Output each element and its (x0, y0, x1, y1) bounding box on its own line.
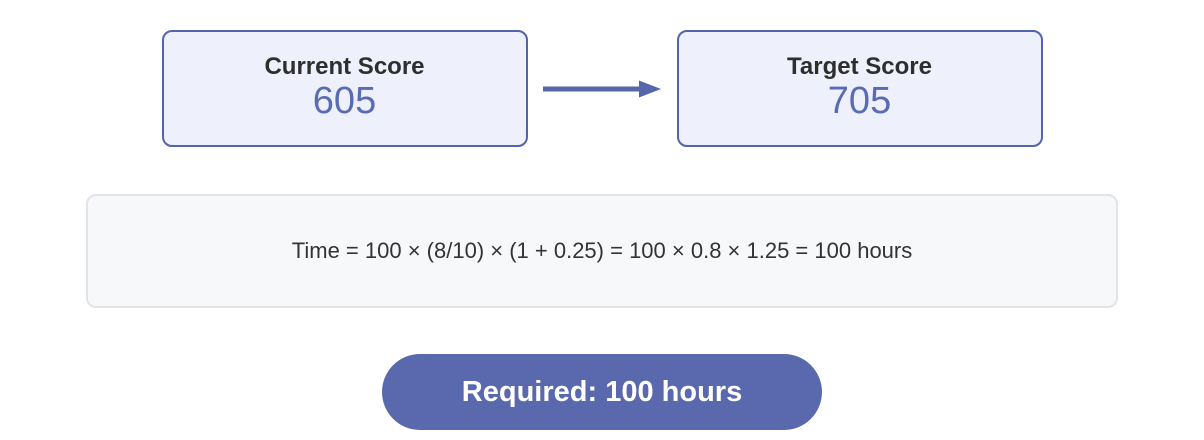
current-score-card: Current Score 605 (161, 30, 528, 147)
current-score-value: 605 (312, 80, 377, 123)
score-flow: Current Score 605 Target Score 705 (0, 0, 1204, 147)
required-hours-label: Required: 100 hours (461, 375, 743, 408)
score-arrow-wrap (528, 79, 677, 99)
target-score-value: 705 (827, 80, 892, 123)
right-arrow-icon (543, 80, 661, 97)
formula-text: Time = 100 × (8/10) × (1 + 0.25) = 100 ×… (291, 238, 913, 263)
current-score-label: Current Score (264, 52, 425, 80)
required-hours-badge: Required: 100 hours (382, 354, 822, 430)
target-score-label: Target Score (787, 52, 932, 80)
target-score-card: Target Score 705 (676, 30, 1043, 147)
formula-box: Time = 100 × (8/10) × (1 + 0.25) = 100 ×… (86, 194, 1118, 308)
